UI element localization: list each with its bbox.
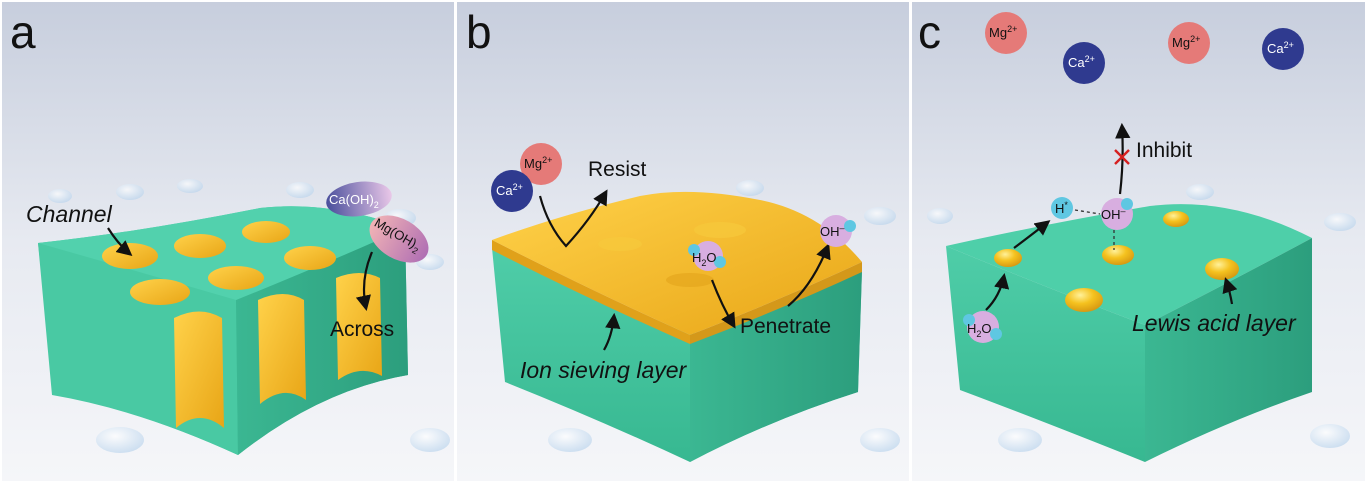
background-droplets <box>548 180 900 452</box>
background-droplets <box>927 184 1356 452</box>
pore <box>242 221 290 243</box>
inhibit-arrow <box>1115 122 1131 195</box>
lewis-acid-arrow <box>1222 277 1238 305</box>
pore <box>208 266 264 290</box>
pore <box>102 243 158 269</box>
channel-cut <box>258 294 306 404</box>
resist-label: Resist <box>588 158 647 181</box>
channel-cut <box>174 311 224 428</box>
svg-text:Ca2+: Ca2+ <box>1267 40 1294 56</box>
svg-text:Mg2+: Mg2+ <box>524 155 552 171</box>
panel-b: b Mg2+ Ca2+ Resist H2O Penetrate OH– <box>457 2 909 481</box>
oh-ion: OH– <box>1101 198 1133 230</box>
mg-ion: Mg2+ <box>985 12 1027 54</box>
panel-a: a Channel Ca(OH)2 Mg(OH)2 Across <box>2 2 454 481</box>
channel-label: Channel <box>26 201 113 227</box>
panel-label: c <box>918 6 941 58</box>
inhibit-cross <box>1114 149 1130 165</box>
mg-ion: Mg2+ <box>1168 22 1210 64</box>
panel-divider <box>909 0 912 483</box>
penetrate-label: Penetrate <box>740 315 831 338</box>
ca-ion: Ca2+ <box>1063 42 1105 84</box>
pore <box>130 279 190 305</box>
water-arrow <box>985 272 1010 311</box>
panel-c: c Mg2+ Ca2+ Mg2+ Ca2+ Inhibit H* <box>912 2 1365 481</box>
svg-text:Ca2+: Ca2+ <box>1068 54 1095 70</box>
inhibit-label: Inhibit <box>1136 139 1192 162</box>
across-label: Across <box>330 318 394 341</box>
background-droplets <box>48 179 450 453</box>
hbond-dash <box>1074 209 1101 215</box>
svg-text:OH–: OH– <box>1101 206 1126 222</box>
ion-sieving-arrow <box>603 312 621 351</box>
svg-text:Ca2+: Ca2+ <box>496 182 523 198</box>
membrane-block <box>492 248 862 462</box>
lewis-acid-layer-label: Lewis acid layer <box>1132 310 1297 336</box>
h2o-molecule: H2O <box>688 241 726 271</box>
svg-text:Mg2+: Mg2+ <box>989 24 1017 40</box>
pore <box>284 246 336 270</box>
lewis-acid-sites <box>994 211 1239 312</box>
h-star: H* <box>1051 197 1073 219</box>
ca-ion: Ca2+ <box>1262 28 1304 70</box>
panel-label: a <box>10 6 36 58</box>
panel-divider <box>454 0 457 483</box>
h2o-molecule: H2O <box>963 311 1002 343</box>
across-arrow <box>355 251 374 312</box>
pore <box>174 234 226 258</box>
mg-ion: Mg2+ <box>520 143 562 185</box>
panel-label: b <box>466 6 492 58</box>
resist-arrow <box>538 189 608 248</box>
dissociation-arrow <box>1013 220 1051 249</box>
penetrate-arrow-up <box>787 243 831 307</box>
penetrate-arrow-down <box>710 279 736 329</box>
caoh2-molecule: Ca(OH)2 <box>326 181 392 217</box>
oh-ion: OH– <box>820 215 856 247</box>
svg-text:Mg2+: Mg2+ <box>1172 34 1200 50</box>
svg-text:Ca(OH)2: Ca(OH)2 <box>329 192 379 210</box>
porous-membrane-block <box>38 206 408 455</box>
ion-sieving-layer-label: Ion sieving layer <box>520 357 688 383</box>
svg-text:H2O: H2O <box>967 321 992 339</box>
svg-text:H2O: H2O <box>692 250 717 268</box>
svg-text:H*: H* <box>1055 200 1068 216</box>
channel-arrow <box>107 227 133 256</box>
ca-ion: Ca2+ <box>491 170 533 212</box>
svg-text:OH–: OH– <box>820 223 845 239</box>
